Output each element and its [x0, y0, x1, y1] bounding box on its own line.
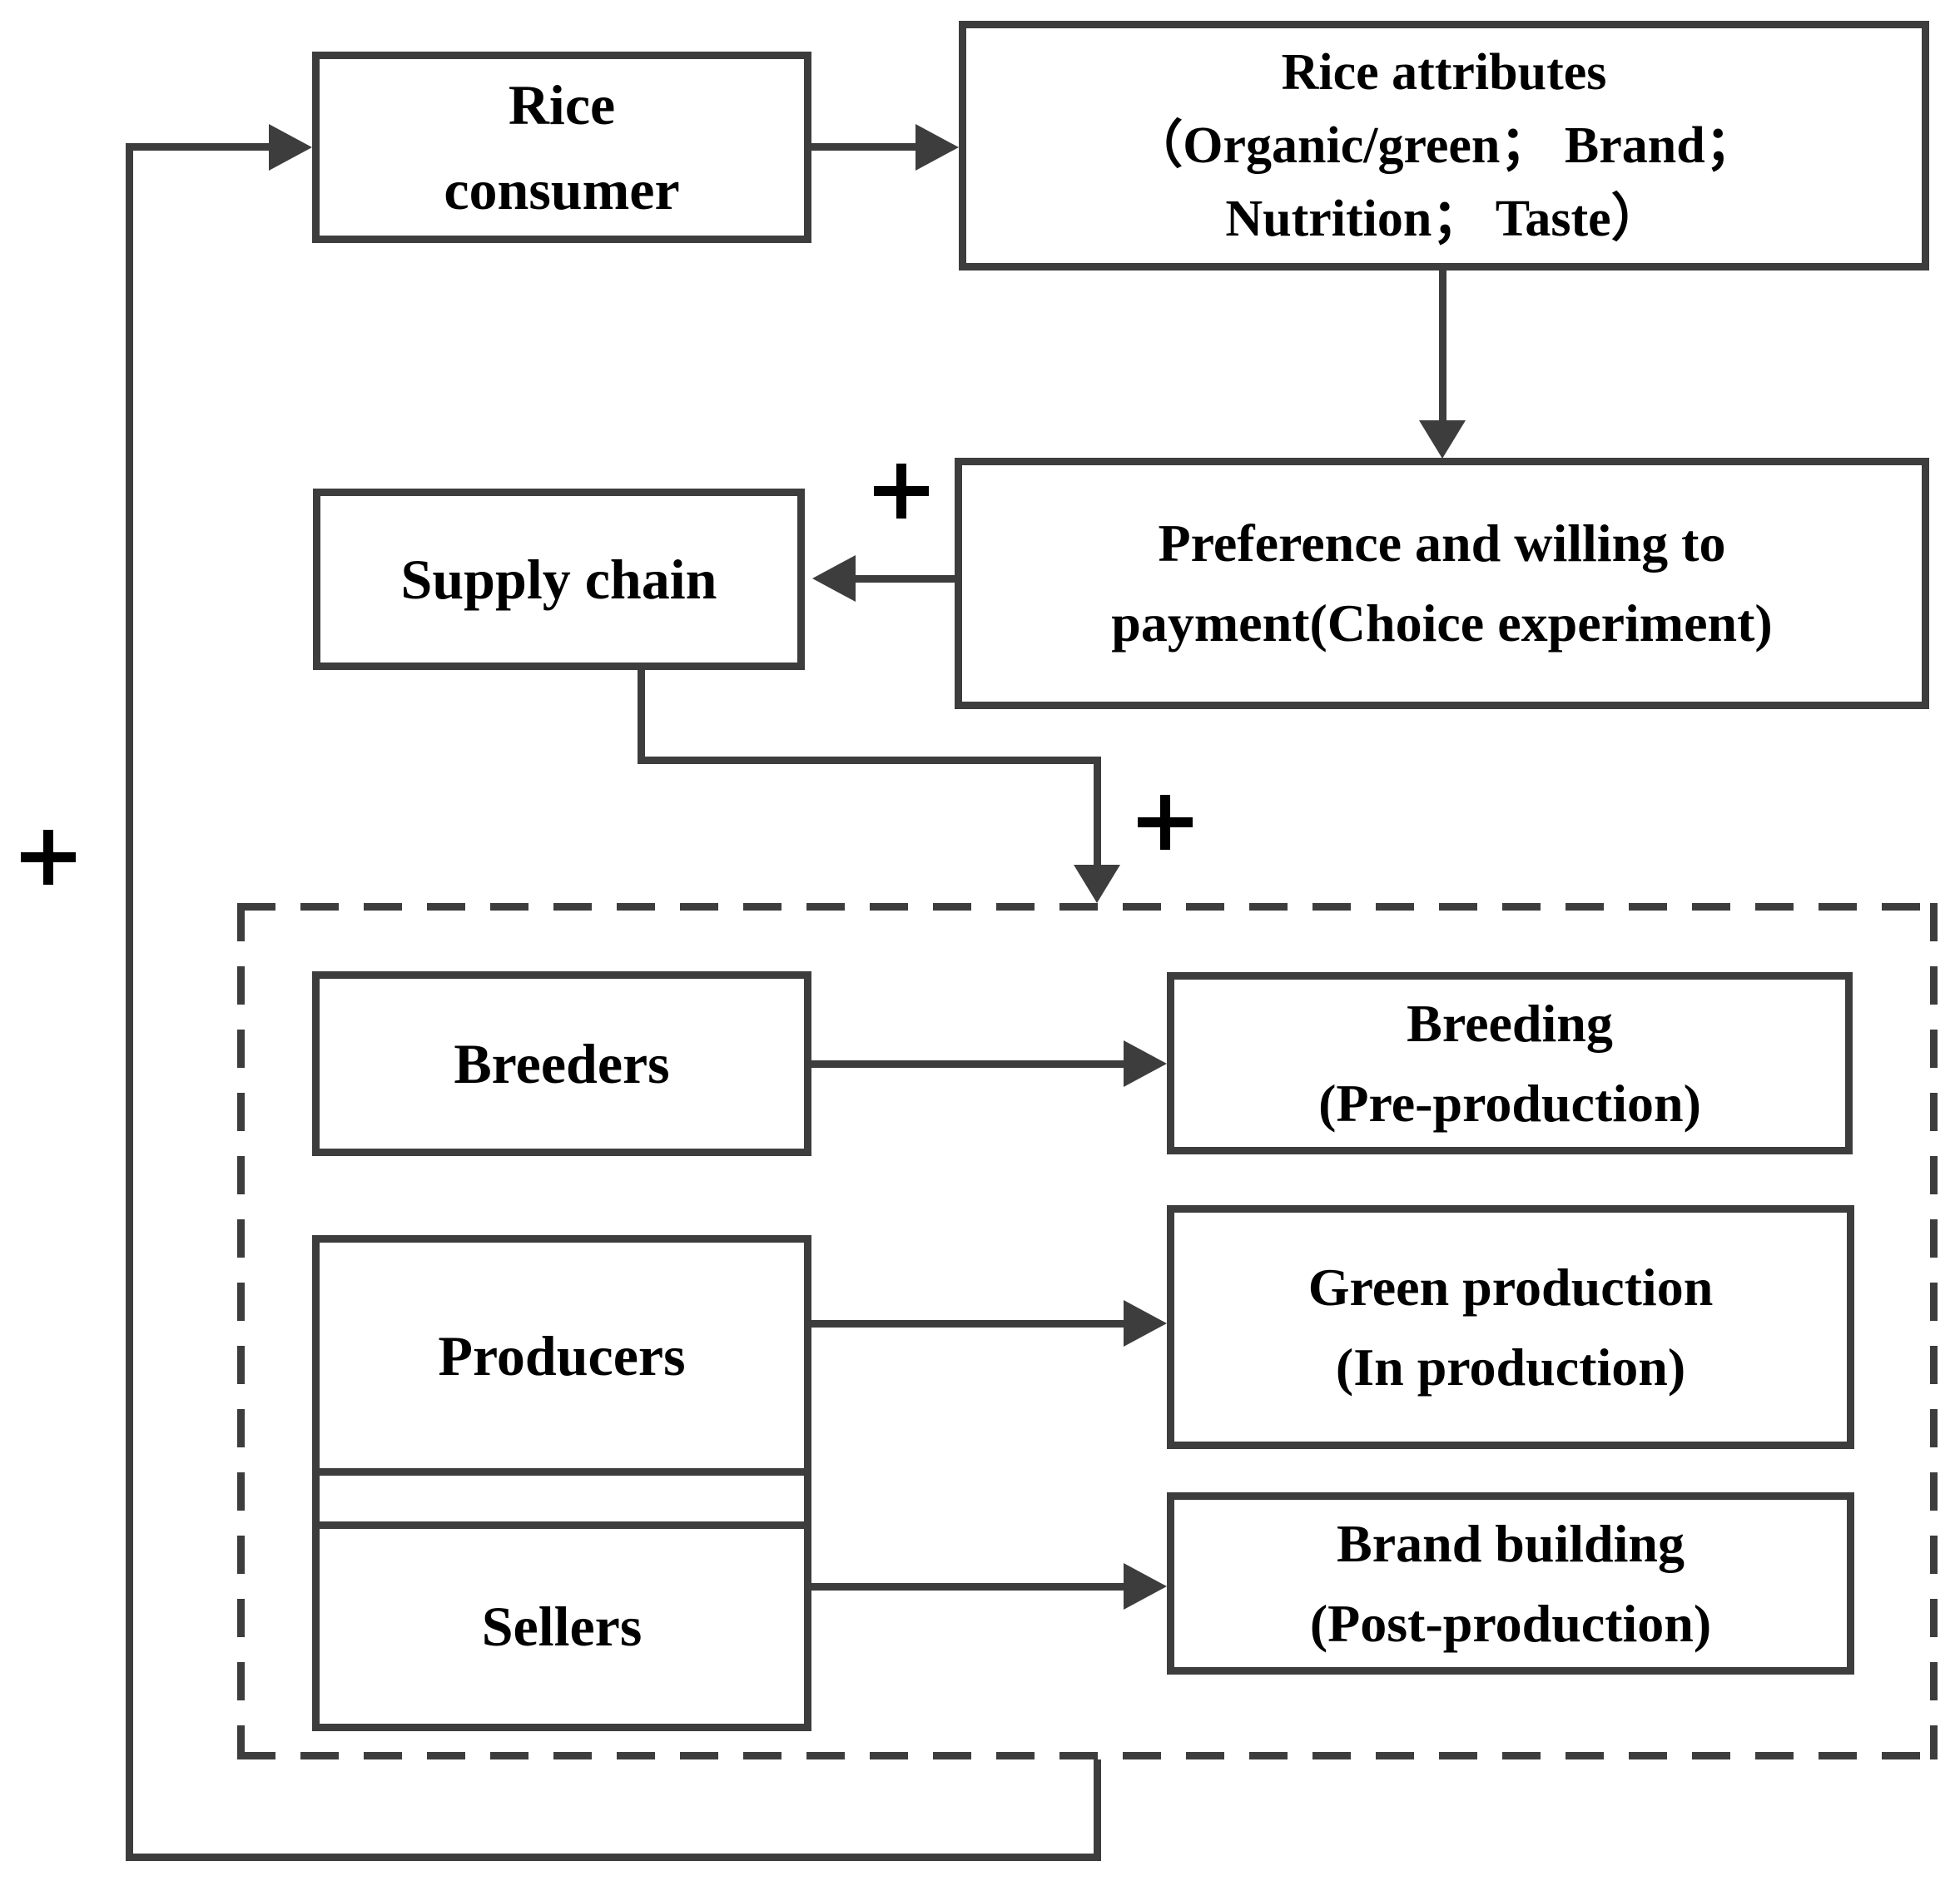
node-breeders: Breeders [312, 971, 811, 1156]
node-label-line: Breeders [454, 1032, 670, 1095]
node-label-line: payment(Choice experiment) [1111, 593, 1773, 653]
connector-feedback-bottom [126, 1854, 1101, 1861]
connector-feedback-left [126, 143, 133, 1861]
connector-supply-horizontal [638, 757, 1101, 764]
connector-sellers-to-brand-building [811, 1583, 1125, 1591]
node-label-line: Producers [438, 1323, 686, 1387]
node-producers-sellers-block: Producers Sellers [312, 1235, 811, 1731]
node-preference-wtp: Preference and willing to payment(Choice… [955, 458, 1929, 709]
arrowhead-into-green-production [1124, 1300, 1167, 1347]
plus-icon-bar [21, 852, 76, 862]
node-supply-chain: Supply chain [313, 489, 805, 670]
connector-supply-drop-2 [1094, 757, 1101, 866]
dashed-boundary-left [237, 903, 245, 1759]
node-rice-consumer: Rice consumer [312, 52, 811, 243]
node-rice-attributes: Rice attributes （Organic/green； Brand； N… [959, 21, 1929, 270]
arrowhead-into-supply-chain [812, 555, 856, 602]
arrowhead-into-stage-group [1074, 865, 1120, 903]
node-label-line: Rice attributes [1281, 43, 1607, 101]
node-label-line: Supply chain [400, 548, 717, 611]
divider-line [320, 1521, 804, 1529]
node-sellers: Sellers [320, 1529, 804, 1724]
node-breeding: Breeding (Pre-production) [1167, 972, 1853, 1154]
node-producers: Producers [320, 1243, 804, 1468]
dashed-boundary-top [237, 903, 1938, 911]
connector-supply-drop-1 [638, 670, 645, 764]
connector-attributes-to-preference [1439, 270, 1446, 420]
node-label-line: （Organic/green； Brand； [1131, 117, 1757, 174]
node-label-line: (Pre-production) [1318, 1073, 1701, 1133]
dashed-boundary-right [1930, 903, 1938, 1759]
plus-icon-bar [874, 486, 929, 496]
arrowhead-into-rice-consumer [269, 124, 312, 171]
node-label-line: Breeding [1407, 993, 1613, 1053]
node-label-line: Nutrition； Taste） [1225, 191, 1663, 248]
plus-icon [874, 464, 929, 519]
plus-icon [1138, 795, 1193, 850]
node-label-line: Brand building [1337, 1513, 1685, 1573]
arrowhead-into-breeding [1124, 1040, 1167, 1087]
arrowhead-into-brand-building [1124, 1563, 1167, 1610]
arrowhead-into-preference [1419, 420, 1466, 459]
plus-icon-bar [1138, 817, 1193, 827]
node-brand-building: Brand building (Post-production) [1167, 1492, 1854, 1675]
connector-feedback-into-consumer [126, 143, 270, 151]
node-label-line: Sellers [481, 1595, 643, 1658]
node-label-line: Rice [508, 73, 616, 136]
arrowhead-into-rice-attributes [915, 124, 959, 171]
plus-icon [21, 830, 76, 885]
node-green-production: Green production (In production) [1167, 1205, 1854, 1449]
node-label-line: (Post-production) [1309, 1593, 1712, 1653]
node-label-line: (In production) [1335, 1337, 1686, 1397]
connector-preference-to-supply-chain [856, 575, 955, 583]
dashed-boundary-bottom [237, 1752, 1938, 1759]
divider-line [320, 1468, 804, 1476]
connector-consumer-to-attributes [811, 143, 915, 151]
node-label-line: Preference and willing to [1158, 514, 1726, 573]
node-label-line: Green production [1307, 1257, 1714, 1317]
divider-gap [320, 1476, 804, 1521]
connector-feedback-drop [1094, 1759, 1101, 1861]
connector-producers-to-green-production [811, 1320, 1125, 1328]
node-label-line: consumer [444, 158, 680, 221]
connector-breeders-to-breeding [811, 1060, 1125, 1068]
